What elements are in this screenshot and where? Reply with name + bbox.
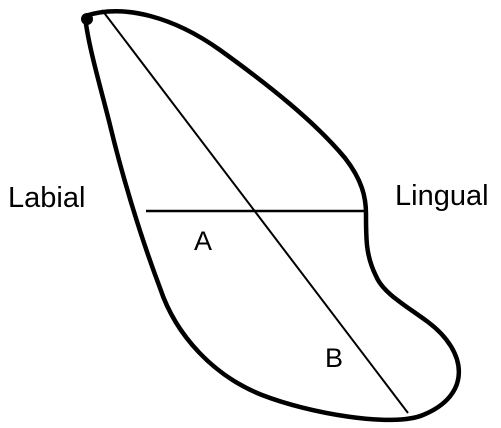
apex-dot <box>81 13 93 25</box>
line-a-label: A <box>194 226 213 256</box>
line-b-label: B <box>325 343 344 373</box>
lingual-label: Lingual <box>395 180 489 212</box>
line-b-diagonal <box>101 9 409 414</box>
tooth-outline <box>82 9 461 423</box>
labial-label: Labial <box>8 182 86 214</box>
